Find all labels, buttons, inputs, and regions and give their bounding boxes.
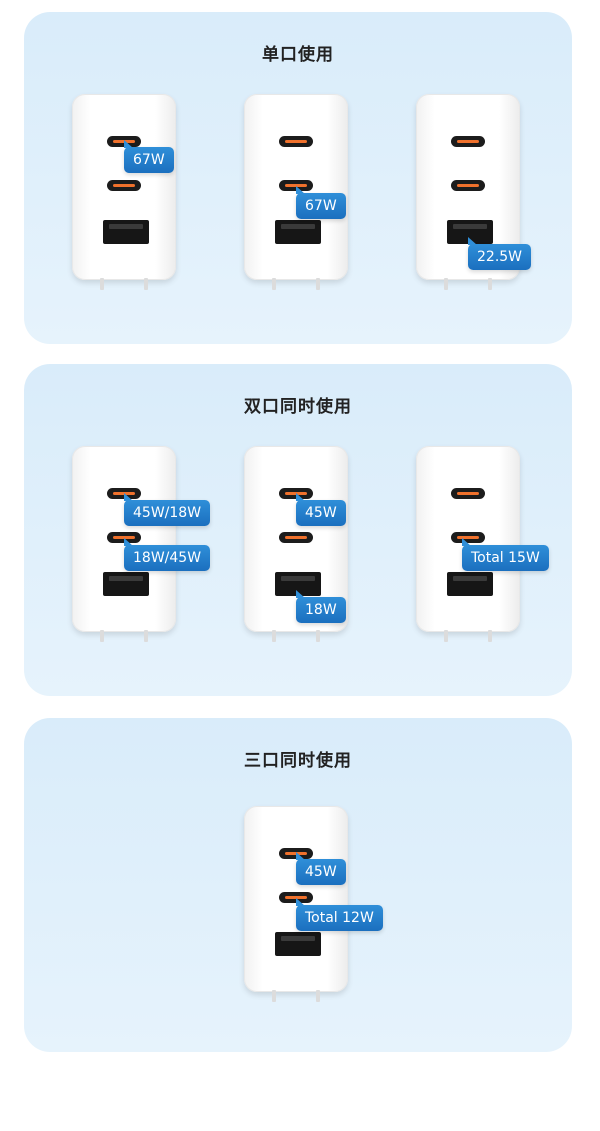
section-dual-port: 双口同时使用 45W/18W 18W/45W 45W 18W Total 15W xyxy=(24,364,572,696)
charger: Total 15W xyxy=(416,446,549,642)
power-label: Total 12W xyxy=(296,898,383,931)
plug-prong xyxy=(144,630,148,642)
section-single-port: 单口使用 67W 67W 22.5W xyxy=(24,12,572,344)
plug-prong xyxy=(100,278,104,290)
usb-a-port xyxy=(103,220,149,244)
usb-c-port-2 xyxy=(451,180,485,191)
section-title: 双口同时使用 xyxy=(244,397,352,417)
usb-c-port-2 xyxy=(451,532,485,543)
plug-prong xyxy=(272,990,276,1002)
usb-a-port xyxy=(103,572,149,596)
charger: 67W xyxy=(72,94,176,290)
plug-prong xyxy=(316,278,320,290)
section-title: 三口同时使用 xyxy=(244,751,352,771)
plug-prong xyxy=(272,630,276,642)
charger: 22.5W xyxy=(416,94,532,290)
plug-prong xyxy=(100,630,104,642)
plug-prong xyxy=(488,630,492,642)
power-label: 22.5W xyxy=(468,237,532,270)
power-label: 18W xyxy=(296,590,346,623)
usb-c-port-2 xyxy=(107,532,141,543)
usb-c-port-2 xyxy=(279,892,313,903)
section-triple-port: 三口同时使用 45W Total 12W xyxy=(24,718,572,1052)
usb-c-port-1 xyxy=(451,136,485,147)
plug-prong xyxy=(488,278,492,290)
usb-c-port-1 xyxy=(451,488,485,499)
charger: 67W xyxy=(244,94,348,290)
charger: 45W 18W xyxy=(244,446,348,642)
section-title: 单口使用 xyxy=(262,45,334,65)
power-label: 45W xyxy=(296,493,346,526)
plug-prong xyxy=(316,990,320,1002)
plug-prong xyxy=(144,278,148,290)
plug-prong xyxy=(316,630,320,642)
usb-c-port-2 xyxy=(279,180,313,191)
power-label: 67W xyxy=(296,186,346,219)
plug-prong xyxy=(444,630,448,642)
power-label: 18W/45W xyxy=(124,538,211,571)
usb-a-port xyxy=(447,572,493,596)
power-label: Total 15W xyxy=(462,538,549,571)
usb-a-port xyxy=(275,220,321,244)
plug-prong xyxy=(444,278,448,290)
usb-c-port-1 xyxy=(279,136,313,147)
plug-prong xyxy=(272,278,276,290)
usb-c-port-2 xyxy=(279,532,313,543)
power-label: 67W xyxy=(124,140,174,173)
usb-c-port-2 xyxy=(107,180,141,191)
usb-a-port xyxy=(275,932,321,956)
charger: 45W Total 12W xyxy=(244,806,383,1002)
power-label: 45W xyxy=(296,852,346,885)
power-label: 45W/18W xyxy=(124,493,211,526)
charger: 45W/18W 18W/45W xyxy=(72,446,211,642)
